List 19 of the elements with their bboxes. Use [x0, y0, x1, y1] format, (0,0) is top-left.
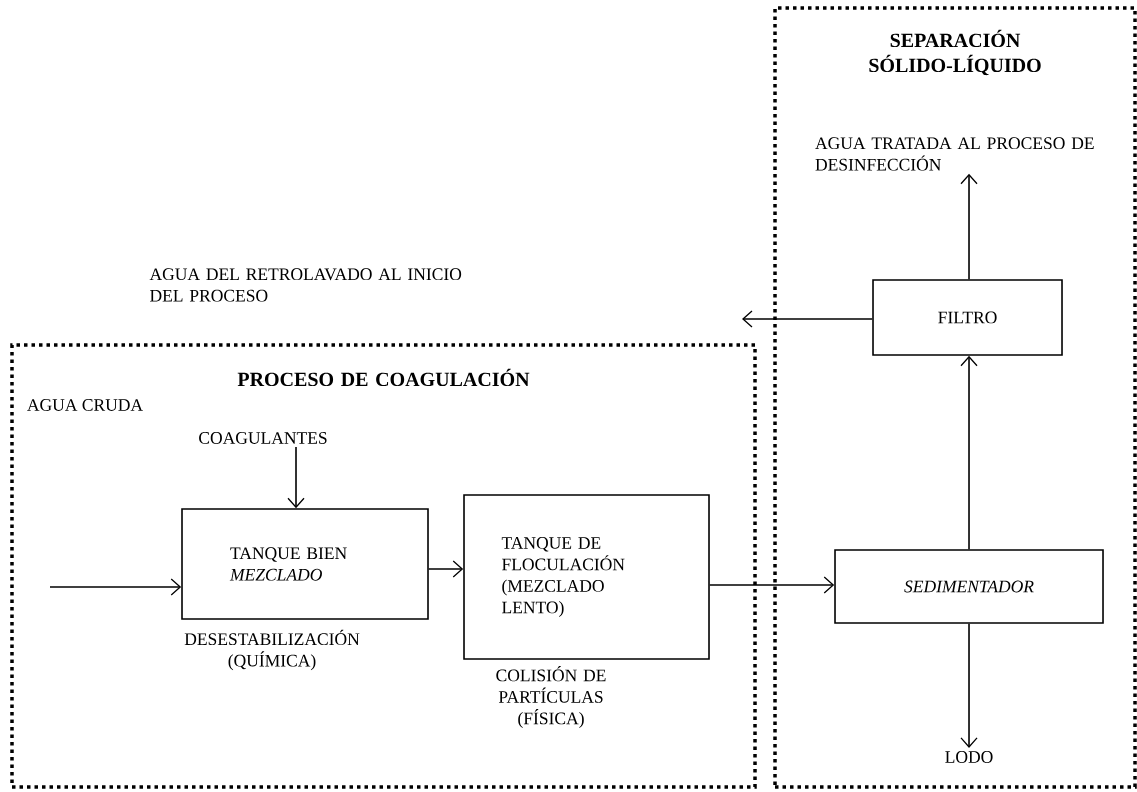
flow-label: AGUA CRUDA	[27, 399, 143, 411]
flow-label: AGUA DEL RETROLAVADO AL INICIO DEL PROCESO	[149, 268, 462, 302]
arrow	[742, 310, 873, 328]
process-box: SEDIMENTADOR	[834, 549, 1104, 624]
arrow	[709, 576, 835, 594]
flow-label: AGUA TRATADA AL PROCESO DE DESINFECCIÓN	[815, 137, 1094, 171]
arrow	[960, 173, 978, 280]
process-box: TANQUE DE FLOCULACIÓN (MEZCLADO LENTO)	[463, 494, 710, 660]
process-box: FILTRO	[872, 279, 1063, 356]
caption-text: COLISIÓN DE PARTÍCULAS (FÍSICA)	[496, 666, 606, 728]
caption-text: DESESTABILIZACIÓN (QUÍMICA)	[184, 629, 360, 671]
arrow	[960, 623, 978, 748]
arrow	[960, 355, 978, 550]
flow-label: COAGULANTES	[199, 432, 327, 444]
arrow	[428, 560, 464, 578]
arrow	[287, 446, 305, 509]
flow-label: LODO	[945, 751, 993, 763]
arrow	[49, 578, 182, 596]
process-box: TANQUE BIEN MEZCLADO	[181, 508, 429, 620]
